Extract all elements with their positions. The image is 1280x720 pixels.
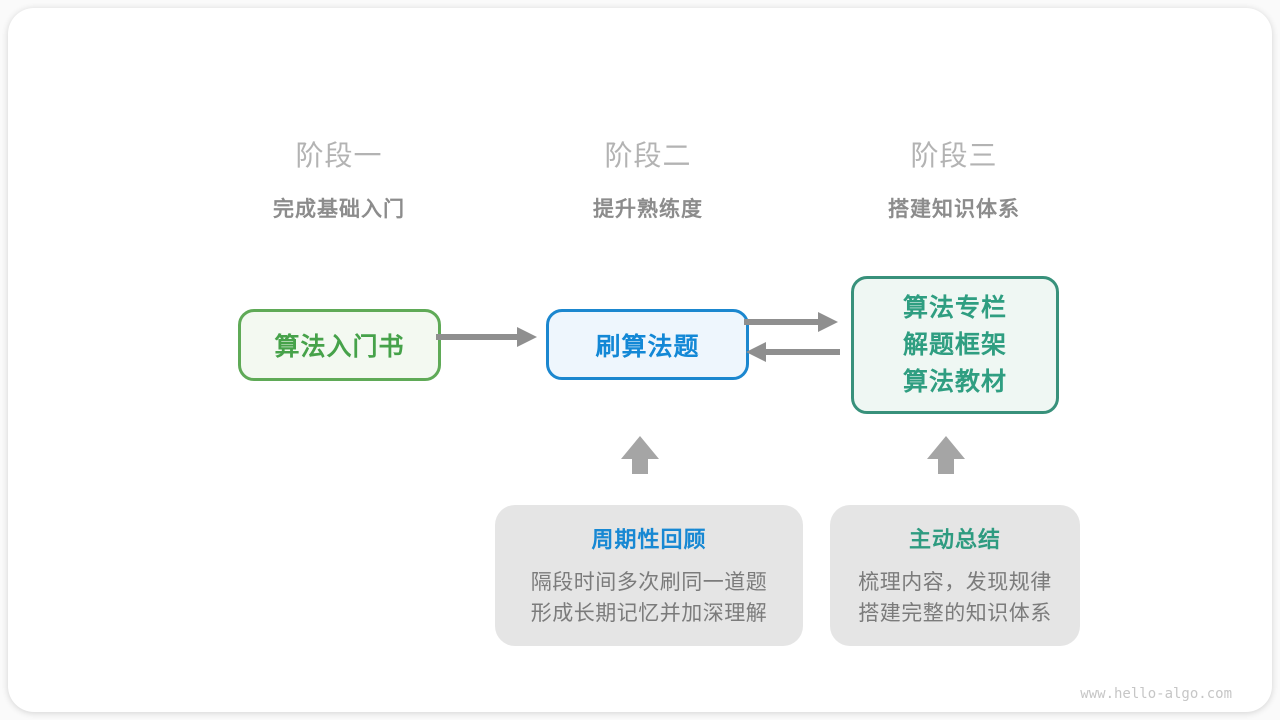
note-active-summary: 主动总结 梳理内容，发现规律 搭建完整的知识体系	[830, 505, 1080, 646]
node-intro-book: 算法入门书	[238, 309, 441, 381]
stage-1-subtitle: 完成基础入门	[273, 198, 405, 221]
note-active-summary-title: 主动总结	[908, 527, 1001, 552]
note-active-summary-body: 梳理内容，发现规律 搭建完整的知识体系	[830, 567, 1080, 629]
note-periodic-review-title: 周期性回顾	[591, 527, 707, 552]
note-periodic-review-body: 隔段时间多次刷同一道题 形成长期记忆并加深理解	[495, 567, 803, 629]
note-periodic-review-line-1: 隔段时间多次刷同一道题	[530, 571, 768, 594]
watermark-url: www.hello-algo.com	[1080, 686, 1232, 702]
note-active-summary-line-1: 梳理内容，发现规律	[858, 571, 1052, 594]
diagram-canvas: 阶段一 完成基础入门 阶段二 提升熟练度 阶段三 搭建知识体系 算法入门书 刷算…	[8, 8, 1272, 712]
stage-3-header: 阶段三 搭建知识体系	[804, 134, 1104, 223]
stage-3-subtitle: 搭建知识体系	[888, 198, 1020, 221]
note-periodic-review: 周期性回顾 隔段时间多次刷同一道题 形成长期记忆并加深理解	[495, 505, 803, 646]
node-intro-book-label: 算法入门书	[274, 333, 405, 361]
stage-1-header: 阶段一 完成基础入门	[189, 134, 489, 223]
stage-1-label: 阶段一	[295, 140, 383, 171]
stage-2-subtitle: 提升熟练度	[593, 198, 703, 221]
node-knowledge-line-1: 算法专栏	[902, 293, 1007, 322]
node-knowledge-line-3: 算法教材	[902, 367, 1007, 396]
stage-2-label: 阶段二	[604, 140, 692, 171]
stage-3-label: 阶段三	[910, 140, 998, 171]
stage-2-header: 阶段二 提升熟练度	[498, 134, 798, 223]
note-active-summary-line-2: 搭建完整的知识体系	[858, 602, 1052, 625]
node-practice: 刷算法题	[546, 309, 749, 380]
node-practice-label: 刷算法题	[595, 332, 700, 361]
node-knowledge-sources: 算法专栏 解题框架 算法教材	[851, 276, 1059, 414]
note-periodic-review-line-2: 形成长期记忆并加深理解	[530, 602, 768, 625]
node-knowledge-line-2: 解题框架	[902, 330, 1007, 359]
